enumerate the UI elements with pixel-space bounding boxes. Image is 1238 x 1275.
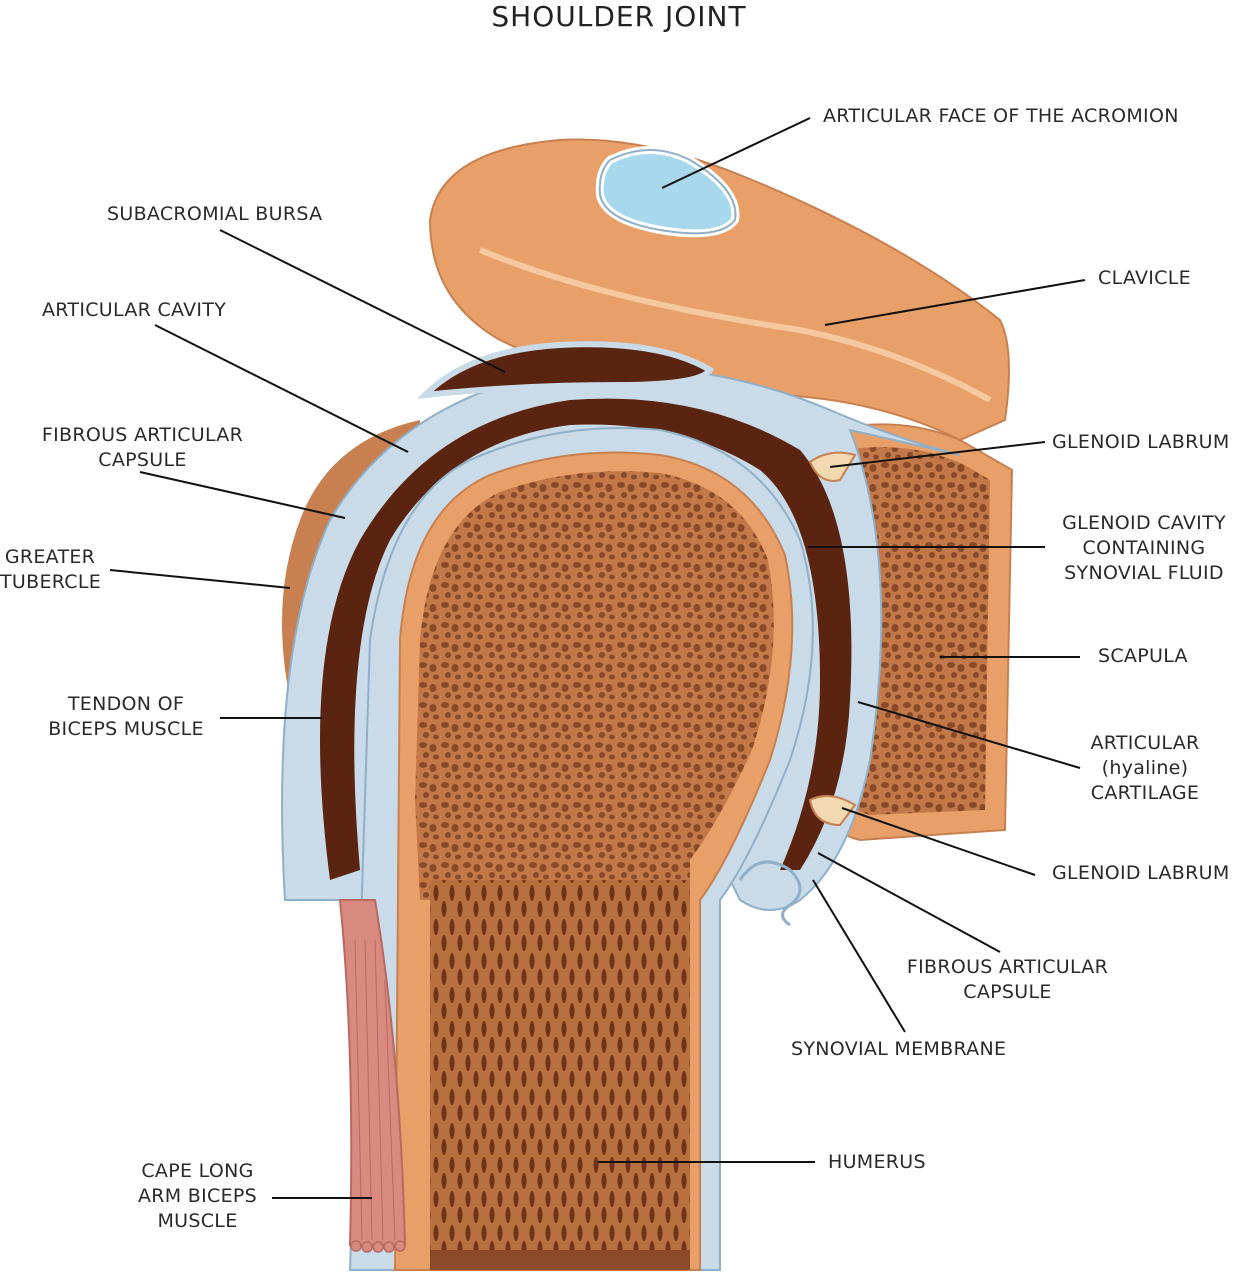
- label-greater-tubercle: GREATER TUBERCLE: [0, 545, 102, 595]
- label-line: CARTILAGE: [1090, 782, 1200, 804]
- articular-cavity-shape: [320, 398, 852, 880]
- label-long-biceps: CAPE LONG ARM BICEPS MUSCLE: [125, 1159, 270, 1234]
- label-line: TUBERCLE: [0, 571, 102, 593]
- label-line: FIBROUS ARTICULAR: [41, 424, 244, 446]
- label-scapula: SCAPULA: [1098, 645, 1188, 667]
- label-line: TENDON OF: [67, 693, 185, 715]
- label-line: SYNOVIAL FLUID: [1064, 562, 1224, 584]
- synovial-membrane-shape: [738, 860, 802, 927]
- label-line: FIBROUS ARTICULAR: [906, 956, 1109, 978]
- label-line: BICEPS MUSCLE: [48, 718, 204, 740]
- label-line: GLENOID CAVITY: [1062, 512, 1226, 534]
- label-line: CONTAINING: [1082, 537, 1206, 559]
- label-hyaline-cartilage: ARTICULAR (hyaline) CARTILAGE: [1080, 731, 1210, 806]
- humerus-spongy-head: [415, 471, 774, 900]
- label-line: CAPE LONG: [141, 1160, 254, 1182]
- label-glenoid-labrum-bottom: GLENOID LABRUM: [1052, 862, 1230, 884]
- label-line: CAPSULE: [98, 449, 187, 471]
- label-fibrous-capsule-right: FIBROUS ARTICULAR CAPSULE: [895, 955, 1120, 1005]
- humerus-spongy-shaft: [430, 880, 690, 1250]
- diagram-title: SHOULDER JOINT: [491, 0, 747, 33]
- label-line: (hyaline): [1101, 757, 1189, 779]
- leader-lines: [109, 117, 1086, 1199]
- label-line: GREATER: [4, 546, 96, 568]
- clavicle-highlight: [478, 247, 992, 403]
- label-articular-cavity: ARTICULAR CAVITY: [42, 299, 227, 321]
- label-synovial-membrane: SYNOVIAL MEMBRANE: [791, 1038, 1007, 1060]
- label-subacromial-bursa: SUBACROMIAL BURSA: [107, 203, 323, 225]
- label-line: ARTICULAR: [1090, 732, 1200, 754]
- label-line: ARM BICEPS: [137, 1185, 258, 1207]
- label-line: MUSCLE: [157, 1210, 238, 1232]
- label-fibrous-capsule-left: FIBROUS ARTICULAR CAPSULE: [30, 423, 255, 473]
- label-humerus: HUMERUS: [828, 1151, 926, 1173]
- label-glenoid-labrum-top: GLENOID LABRUM: [1052, 431, 1230, 453]
- glenoid-labrum-bottom-shape: [808, 795, 857, 827]
- subacromial-bursa-shape: [416, 341, 715, 399]
- label-biceps-tendon: TENDON OF BICEPS MUSCLE: [40, 692, 212, 742]
- label-line: CAPSULE: [963, 981, 1052, 1003]
- label-acromion-face: ARTICULAR FACE OF THE ACROMION: [823, 105, 1179, 127]
- label-glenoid-cavity: GLENOID CAVITY CONTAINING SYNOVIAL FLUID: [1050, 511, 1238, 586]
- label-clavicle: CLAVICLE: [1098, 267, 1191, 289]
